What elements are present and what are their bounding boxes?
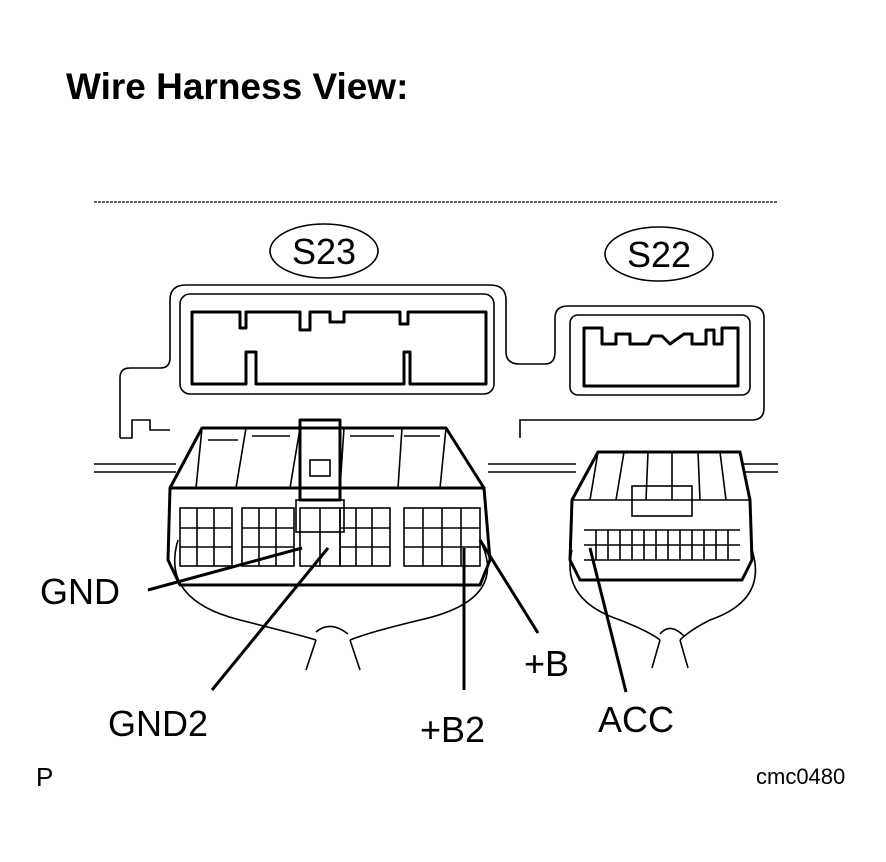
housing-bracket bbox=[119, 284, 765, 438]
s22-harness-connector bbox=[568, 450, 754, 582]
gnd2-leader bbox=[210, 547, 330, 691]
s22-rear-keyway bbox=[582, 326, 740, 388]
callout-b: +B bbox=[524, 643, 570, 684]
gnd-leader bbox=[147, 546, 303, 592]
connector-tag-s23: S23 bbox=[269, 223, 379, 279]
connector-id-s23: S23 bbox=[292, 231, 356, 272]
callout-b2: +B2 bbox=[420, 709, 486, 750]
connector-tag-s22: S22 bbox=[604, 226, 714, 282]
acc-leader bbox=[588, 547, 628, 693]
s23-rear-face bbox=[179, 293, 495, 395]
page-title: Wire Harness View: bbox=[66, 66, 409, 107]
s22-wire-bundle bbox=[569, 549, 757, 669]
s23-harness-connector bbox=[166, 418, 492, 587]
b-leader bbox=[478, 539, 540, 634]
s23-wire-bundle bbox=[173, 539, 489, 671]
callout-acc: ACC bbox=[598, 699, 675, 740]
s23-rear-keyway bbox=[190, 310, 488, 386]
s22-rear-face bbox=[569, 314, 751, 396]
figure-code: cmc0480 bbox=[756, 764, 846, 789]
footer-mark: P bbox=[36, 762, 54, 792]
connector-id-s22: S22 bbox=[627, 234, 691, 275]
callout-gnd2: GND2 bbox=[108, 703, 209, 744]
callout-gnd: GND bbox=[40, 571, 120, 612]
